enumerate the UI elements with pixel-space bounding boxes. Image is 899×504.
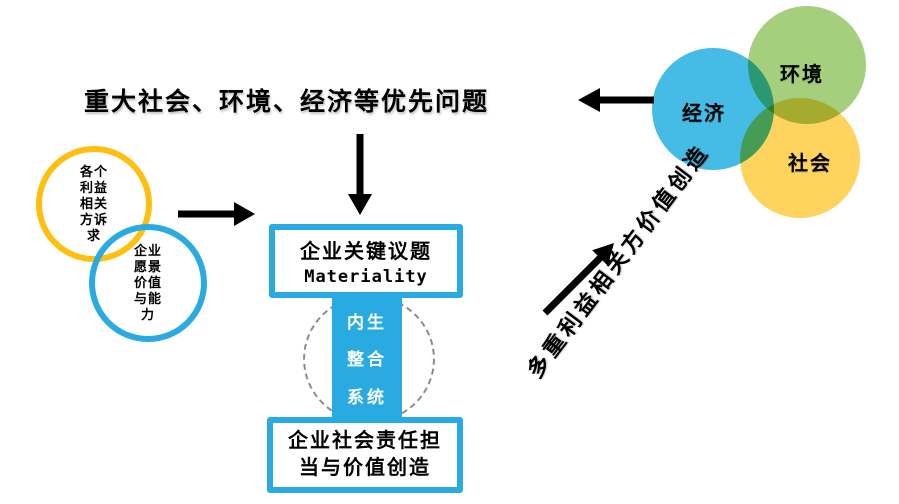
down-arrow-icon [348,134,372,215]
stakeholder-line: 各个 [79,164,108,179]
stakeholder-line: 利益 [79,180,108,195]
economy-circle [652,48,774,170]
vision-line: 愿景 [133,259,162,274]
vision-line: 价值 [133,275,162,290]
value-creation-line1: 企业社会责任担 [288,430,442,452]
right-arrow-icon [178,202,255,226]
vision-line: 企业 [133,243,162,258]
vision-line: 力 [140,307,155,322]
pillar-line: 系统 [347,387,387,407]
economy-label: 经济 [682,103,726,125]
value-creation-line2: 当与价值创造 [299,457,431,479]
stakeholder-line: 方诉 [79,212,108,227]
materiality-box: 企业关键议题 Materiality [269,224,463,298]
vision-ring: 企业 愿景 价值 与能 力 [89,224,207,342]
left-arrow-icon [578,88,654,112]
diagonal-label: 多重利益相关方价值创造 [522,139,715,383]
pillar-line: 整合 [347,350,387,370]
pillar-line: 内生 [347,313,387,333]
materiality-subtitle: Materiality [304,267,428,287]
value-creation-box: 企业社会责任担 当与价值创造 [267,417,463,493]
society-label: 社会 [788,153,832,175]
page-title: 重大社会、环境、经济等优先问题 [84,88,490,116]
environment-label: 环境 [780,64,824,86]
integration-pillar: 内生 整合 系统 [332,294,402,422]
materiality-title: 企业关键议题 [300,241,432,263]
stakeholder-line: 求 [86,228,101,243]
vision-line: 与能 [133,291,162,306]
stakeholder-line: 相关 [79,196,108,211]
